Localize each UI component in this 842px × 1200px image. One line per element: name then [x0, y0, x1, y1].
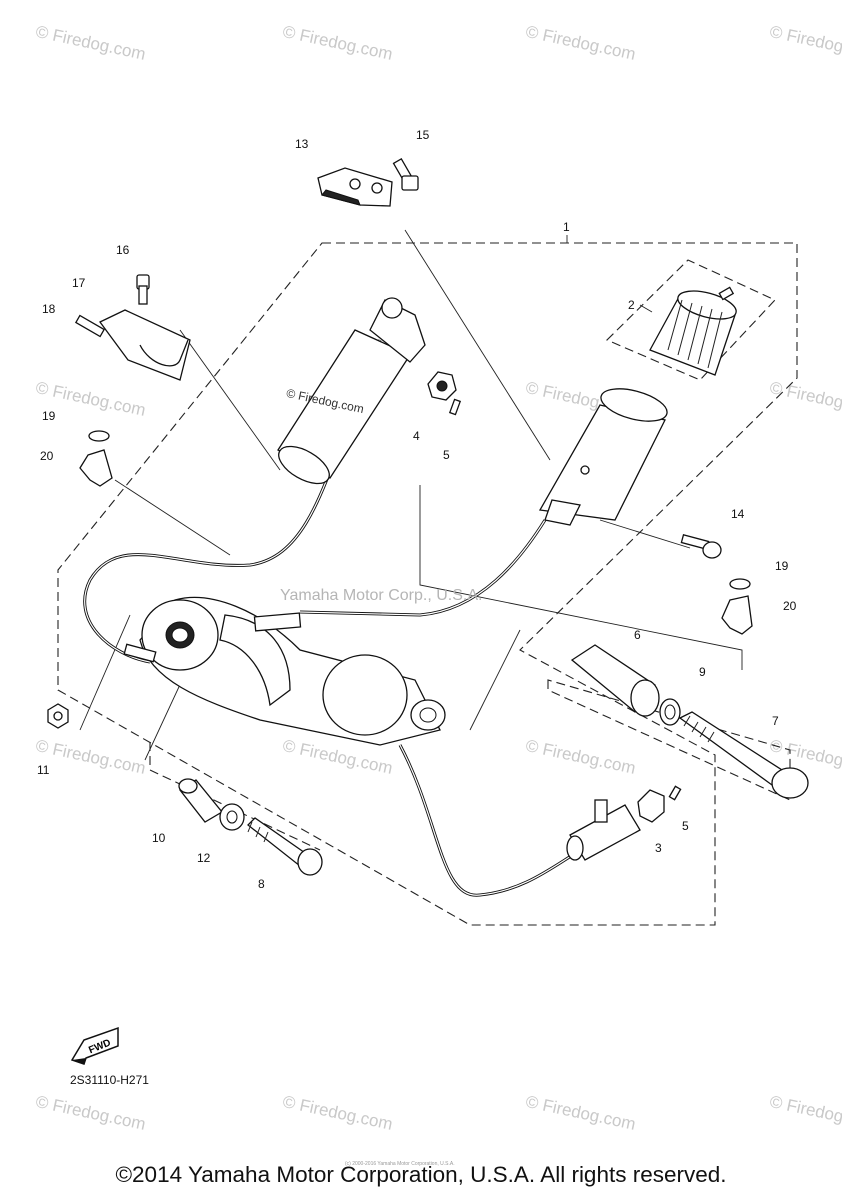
- washer-19: [88, 430, 110, 442]
- callout-6: 6: [634, 628, 641, 642]
- collar-group-boundary: [149, 742, 321, 851]
- bolt-group-boundary: [547, 679, 791, 801]
- callout-14: 14: [731, 507, 745, 521]
- callout-18: 18: [42, 302, 56, 316]
- callout-11: 11: [37, 763, 50, 777]
- callout-5: 5: [443, 448, 450, 462]
- callout-4: 4: [413, 429, 420, 443]
- leader-line: [79, 614, 131, 731]
- collar-6: [570, 644, 660, 717]
- leader-line: [469, 629, 521, 731]
- clip-20: [79, 449, 113, 487]
- bolt-14: [680, 533, 722, 559]
- damping-hose: [398, 744, 591, 897]
- washer-9: [659, 698, 681, 726]
- callout-20: 20: [40, 449, 54, 463]
- leader-line: [404, 229, 551, 461]
- bracket-13: [317, 167, 393, 207]
- leader-line: [639, 304, 653, 313]
- leader-line: [419, 485, 743, 670]
- callout-5: 5: [682, 819, 689, 833]
- leader-line: [599, 519, 691, 549]
- watermark-middle: Yamaha Motor Corp., U.S.A.: [280, 587, 482, 604]
- fineprint: (c) 2000-2016 Yamaha Motor Corporation, …: [345, 1161, 455, 1167]
- callout-19: 19: [42, 409, 56, 423]
- preload-hose: [299, 519, 546, 616]
- nut-11: [47, 703, 69, 729]
- leader-line: [114, 479, 231, 556]
- knob-4: [427, 371, 457, 401]
- clip-20: [721, 595, 753, 635]
- callout-13: 13: [295, 137, 309, 151]
- rear-shock-absorber: [123, 596, 446, 746]
- washer-12: [219, 803, 245, 831]
- assembly-boundary: [57, 242, 798, 926]
- fwd-arrow-icon: FWD: [70, 1026, 119, 1065]
- diagram-code: 2S31110-H271: [70, 1073, 149, 1087]
- callout-15: 15: [416, 128, 430, 142]
- reservoir: [277, 297, 426, 485]
- washer-19: [729, 578, 751, 590]
- callout-3: 3: [655, 841, 662, 855]
- preload-adjuster: [538, 388, 668, 526]
- callout-7: 7: [772, 714, 779, 728]
- bolt-8: [247, 817, 323, 876]
- callout-12: 12: [197, 851, 211, 865]
- screw-5: [668, 785, 682, 801]
- callout-19: 19: [775, 559, 789, 573]
- callout-10: 10: [152, 831, 166, 845]
- bracket-17: [99, 309, 191, 381]
- callout-1: 1: [563, 220, 570, 234]
- callout-2: 2: [628, 298, 635, 312]
- screw-5: [448, 398, 462, 416]
- callout-8: 8: [258, 877, 265, 891]
- leader-line: [179, 329, 281, 471]
- damping-adjuster: [566, 799, 641, 861]
- adjuster-knob-2: [649, 290, 737, 376]
- callout-9: 9: [699, 665, 706, 679]
- bolt-7: [678, 711, 809, 799]
- bolt-16: [136, 274, 150, 305]
- knob-group-boundary: [606, 259, 776, 381]
- bolt-18: [74, 314, 106, 338]
- damping-hose: [399, 744, 591, 896]
- callout-16: 16: [116, 243, 130, 257]
- callout-20: 20: [783, 599, 797, 613]
- bolt-15: [392, 157, 419, 191]
- screw-2a: [718, 286, 735, 301]
- copyright-notice: ©2014 Yamaha Motor Corporation, U.S.A. A…: [115, 1162, 727, 1187]
- callout-17: 17: [72, 276, 86, 290]
- knob-3: [637, 789, 665, 823]
